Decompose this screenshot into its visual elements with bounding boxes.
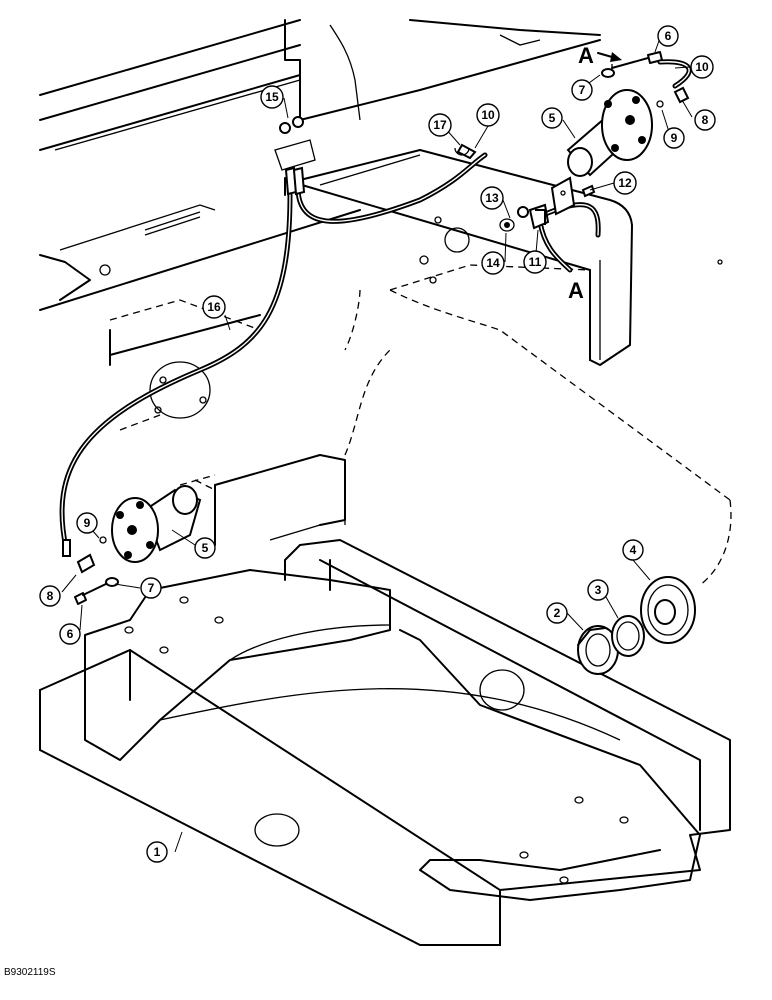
chassis-block [299,149,732,586]
pivot-washer-4 [640,576,696,644]
bushing-2 [577,625,619,675]
svg-text:6: 6 [67,627,74,641]
callout-7-upper: 7 [571,79,593,101]
callout-5-upper: 5 [541,107,563,129]
svg-text:10: 10 [481,108,495,122]
svg-text:15: 15 [265,90,279,104]
callout-1: 1 [146,841,168,863]
svg-text:11: 11 [529,255,542,269]
reference-letter-top: A [578,43,594,68]
svg-text:14: 14 [486,256,500,270]
svg-text:13: 13 [485,191,499,205]
lower-left-hub [74,479,216,605]
svg-text:7: 7 [579,83,586,97]
callout-8-lower: 8 [39,585,61,607]
callout-11: 11 [523,250,547,274]
axle-assembly [39,539,731,946]
svg-text:8: 8 [47,589,54,603]
callout-8-upper: 8 [694,109,716,131]
callout-6-lower: 6 [59,623,81,645]
callout-7-lower: 7 [140,577,162,599]
figure-code: B9302119S [4,967,56,978]
hose-10 [295,152,488,224]
bushing-parts [577,576,696,675]
callout-14: 14 [481,251,505,275]
callout-12: 12 [613,171,637,195]
callout-13: 13 [480,186,504,210]
svg-text:9: 9 [84,516,91,530]
reference-letter-bottom: A [568,278,584,303]
middle-beam [109,314,391,546]
hoses [59,116,601,557]
svg-text:9: 9 [671,131,678,145]
svg-text:5: 5 [202,541,209,555]
callout-17: 17 [428,113,452,137]
callout-3: 3 [587,579,609,601]
callout-16: 16 [202,295,226,319]
callout-4: 4 [622,539,644,561]
svg-text:3: 3 [595,583,602,597]
upper-frame [39,19,601,486]
svg-text:8: 8 [702,113,709,127]
view-reference-a: A A [568,43,622,303]
callout-9-lower: 9 [76,512,98,534]
svg-text:12: 12 [618,176,632,190]
svg-text:17: 17 [433,118,447,132]
callout-5-lower: 5 [194,537,216,559]
callout-15: 15 [260,85,284,109]
svg-text:10: 10 [695,60,709,74]
callout-6-upper: 6 [657,25,679,47]
callout-9-upper: 9 [663,127,685,149]
svg-text:6: 6 [665,29,672,43]
seal-3 [611,615,645,657]
svg-text:4: 4 [630,543,637,557]
svg-text:1: 1 [154,845,161,859]
upper-right-hub [566,51,692,177]
svg-text:5: 5 [549,111,556,125]
callout-2: 2 [546,602,568,624]
callout-10-upper: 10 [690,55,714,79]
svg-text:2: 2 [554,606,561,620]
callouts: 1 2 3 4 5 5 6 6 7 7 8 8 9 9 10 10 11 12 … [39,25,716,863]
svg-text:7: 7 [148,581,155,595]
svg-text:16: 16 [207,300,221,314]
hose-a-upper [540,202,601,238]
callout-10-middle: 10 [476,103,500,127]
